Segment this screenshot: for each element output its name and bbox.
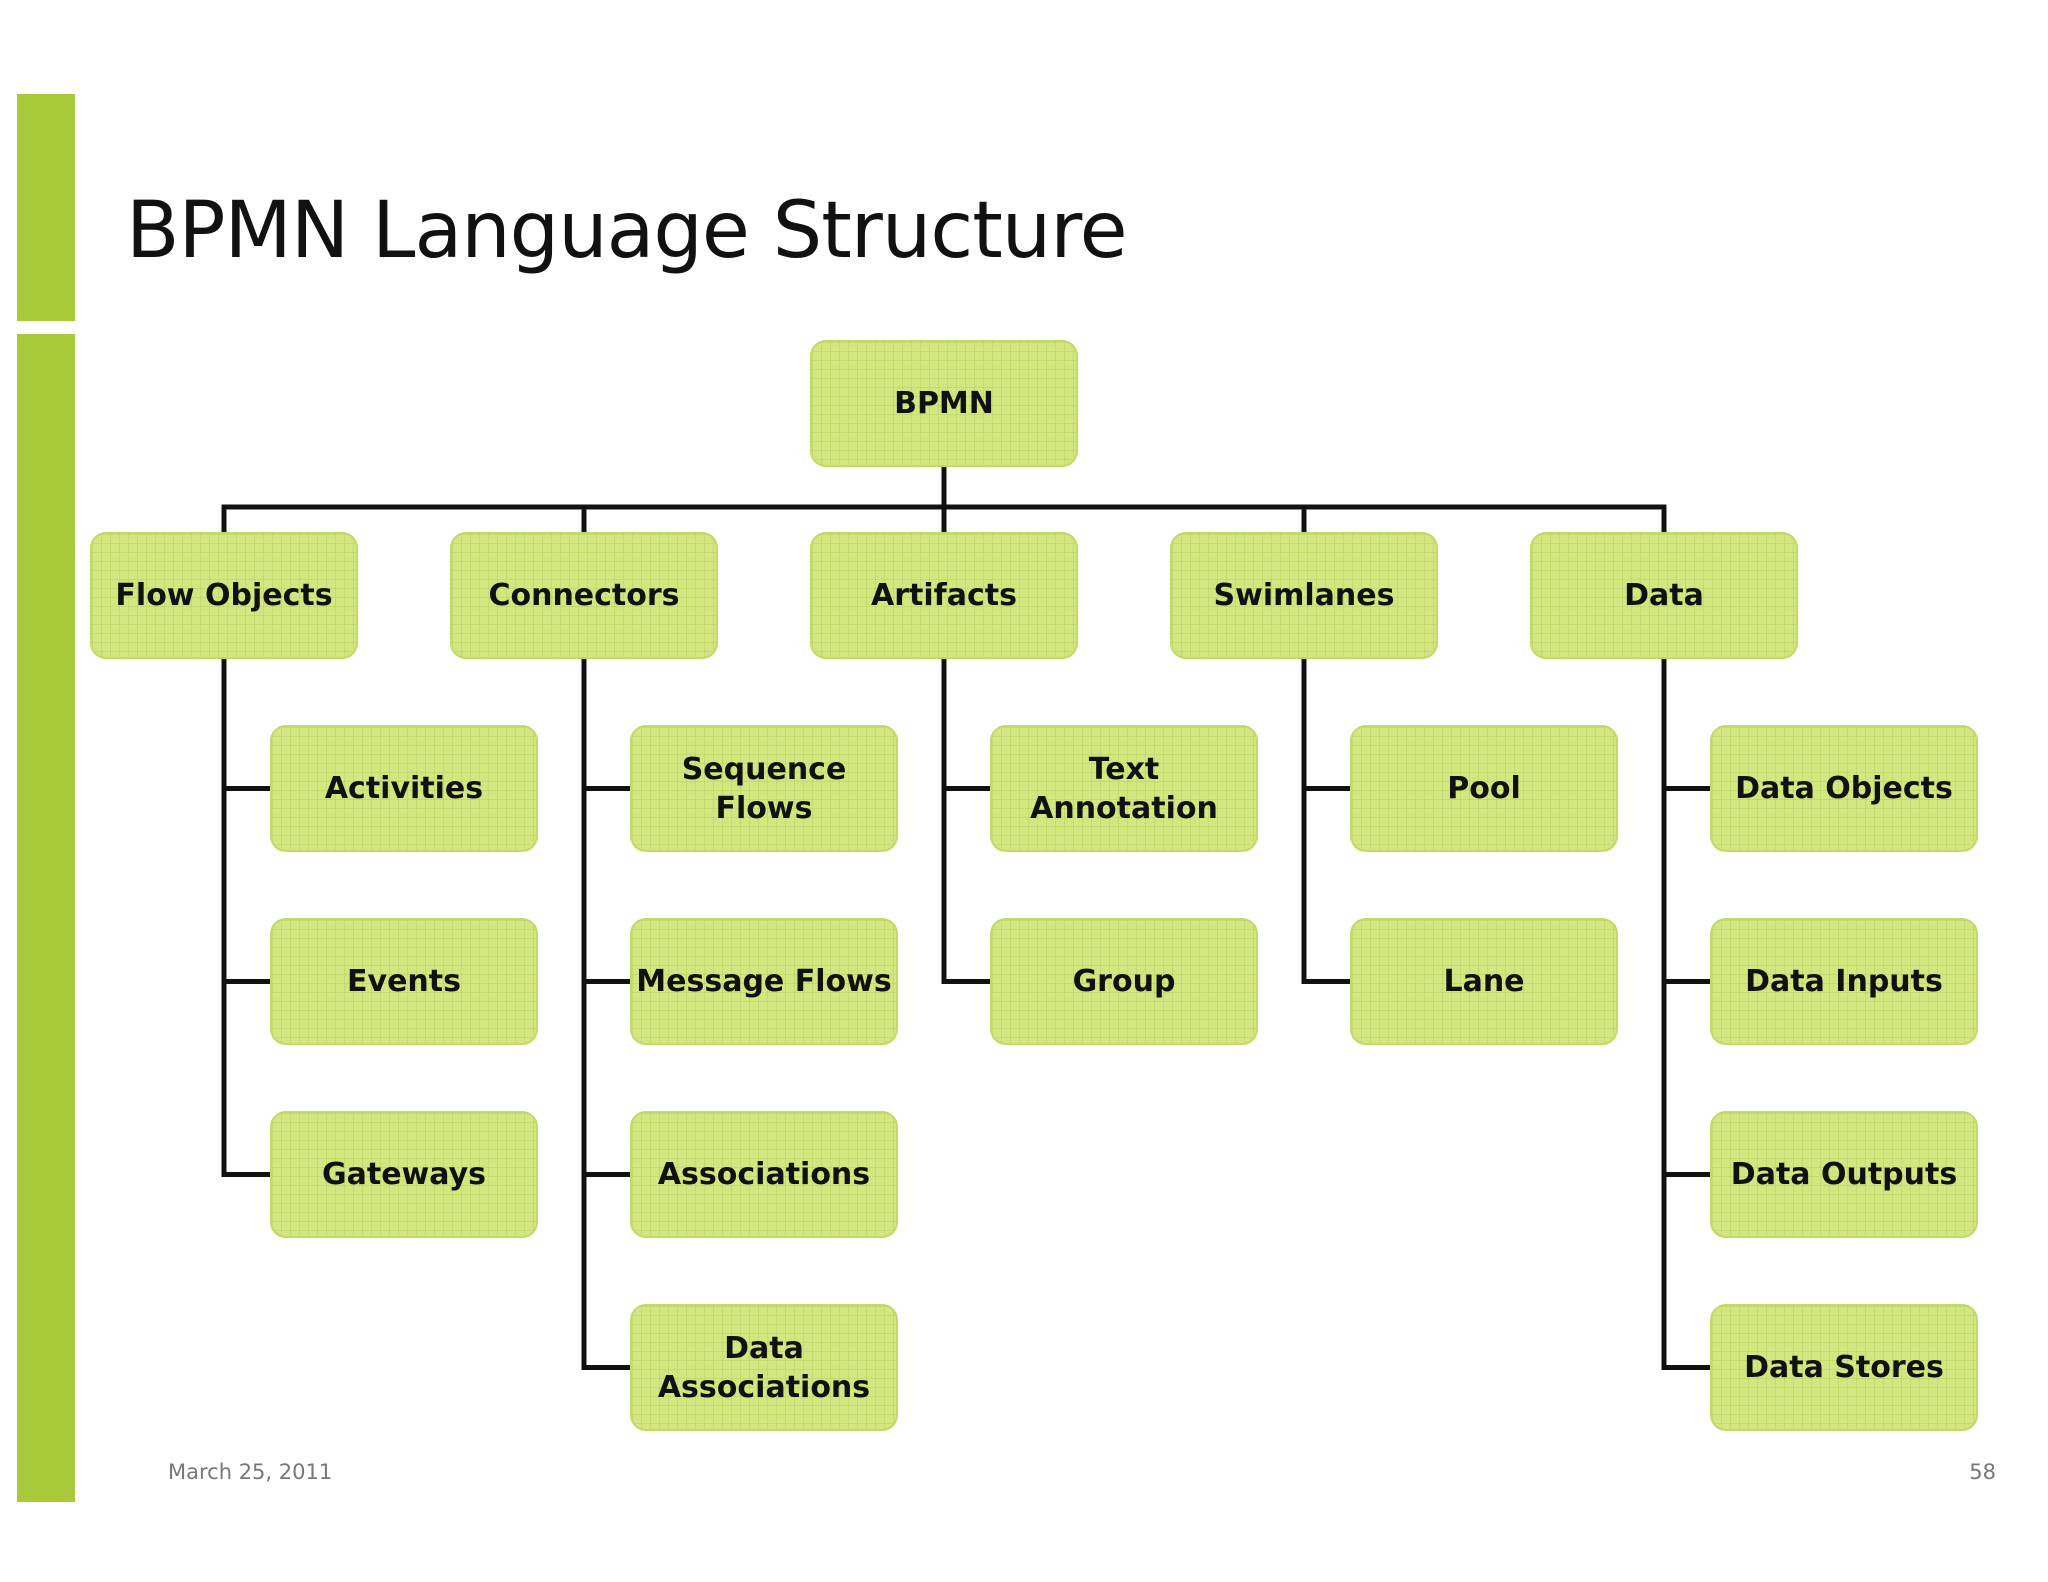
node-activities: Activities (270, 725, 538, 852)
node-message-flows: Message Flows (630, 918, 898, 1045)
node-pool: Pool (1350, 725, 1618, 852)
node-category-data: Data (1530, 532, 1798, 659)
node-lane-label: Lane (1443, 964, 1525, 999)
node-data-stores: Data Stores (1710, 1304, 1978, 1431)
node-text-annotation-label: Text Annotation (1030, 751, 1218, 826)
node-events-label: Events (347, 964, 461, 999)
node-data-associations-label: Data Associations (657, 1330, 871, 1405)
node-activities-label: Activities (324, 771, 484, 806)
node-data-outputs-label: Data Outputs (1730, 1157, 1958, 1192)
node-category-flow-objects-label: Flow Objects (115, 578, 333, 613)
node-associations: Associations (630, 1111, 898, 1238)
node-data-inputs-label: Data Inputs (1745, 964, 1943, 999)
node-category-flow-objects: Flow Objects (90, 532, 358, 659)
node-data-objects: Data Objects (1710, 725, 1978, 852)
node-category-artifacts-label: Artifacts (871, 578, 1017, 613)
node-text-annotation: Text Annotation (990, 725, 1258, 852)
node-group-label: Group (1072, 964, 1176, 999)
node-category-connectors-label: Connectors (488, 578, 680, 613)
node-events: Events (270, 918, 538, 1045)
node-category-data-label: Data (1624, 578, 1704, 613)
node-data-associations: Data Associations (630, 1304, 898, 1431)
node-category-swimlanes: Swimlanes (1170, 532, 1438, 659)
node-sequence-flows: Sequence Flows (630, 725, 898, 852)
slide-title: BPMN Language Structure (126, 186, 1128, 276)
node-category-swimlanes-label: Swimlanes (1213, 578, 1395, 613)
node-group: Group (990, 918, 1258, 1045)
node-lane: Lane (1350, 918, 1618, 1045)
node-data-stores-label: Data Stores (1744, 1350, 1944, 1385)
page-number: 58 (1969, 1460, 1996, 1484)
accent-bar-side (17, 334, 75, 1502)
node-gateways-label: Gateways (321, 1157, 486, 1192)
node-category-connectors: Connectors (450, 532, 718, 659)
node-category-artifacts: Artifacts (810, 532, 1078, 659)
node-data-inputs: Data Inputs (1710, 918, 1978, 1045)
node-data-objects-label: Data Objects (1735, 771, 1953, 806)
node-data-outputs: Data Outputs (1710, 1111, 1978, 1238)
node-gateways: Gateways (270, 1111, 538, 1238)
footer-date: March 25, 2011 (168, 1460, 333, 1484)
accent-bar-top (17, 94, 75, 321)
node-pool-label: Pool (1447, 771, 1521, 806)
node-root-bpmn: BPMN (810, 340, 1078, 467)
node-message-flows-label: Message Flows (636, 964, 892, 999)
node-sequence-flows-label: Sequence Flows (681, 751, 847, 826)
node-associations-label: Associations (657, 1157, 871, 1192)
node-root-bpmn-label: BPMN (894, 386, 994, 421)
